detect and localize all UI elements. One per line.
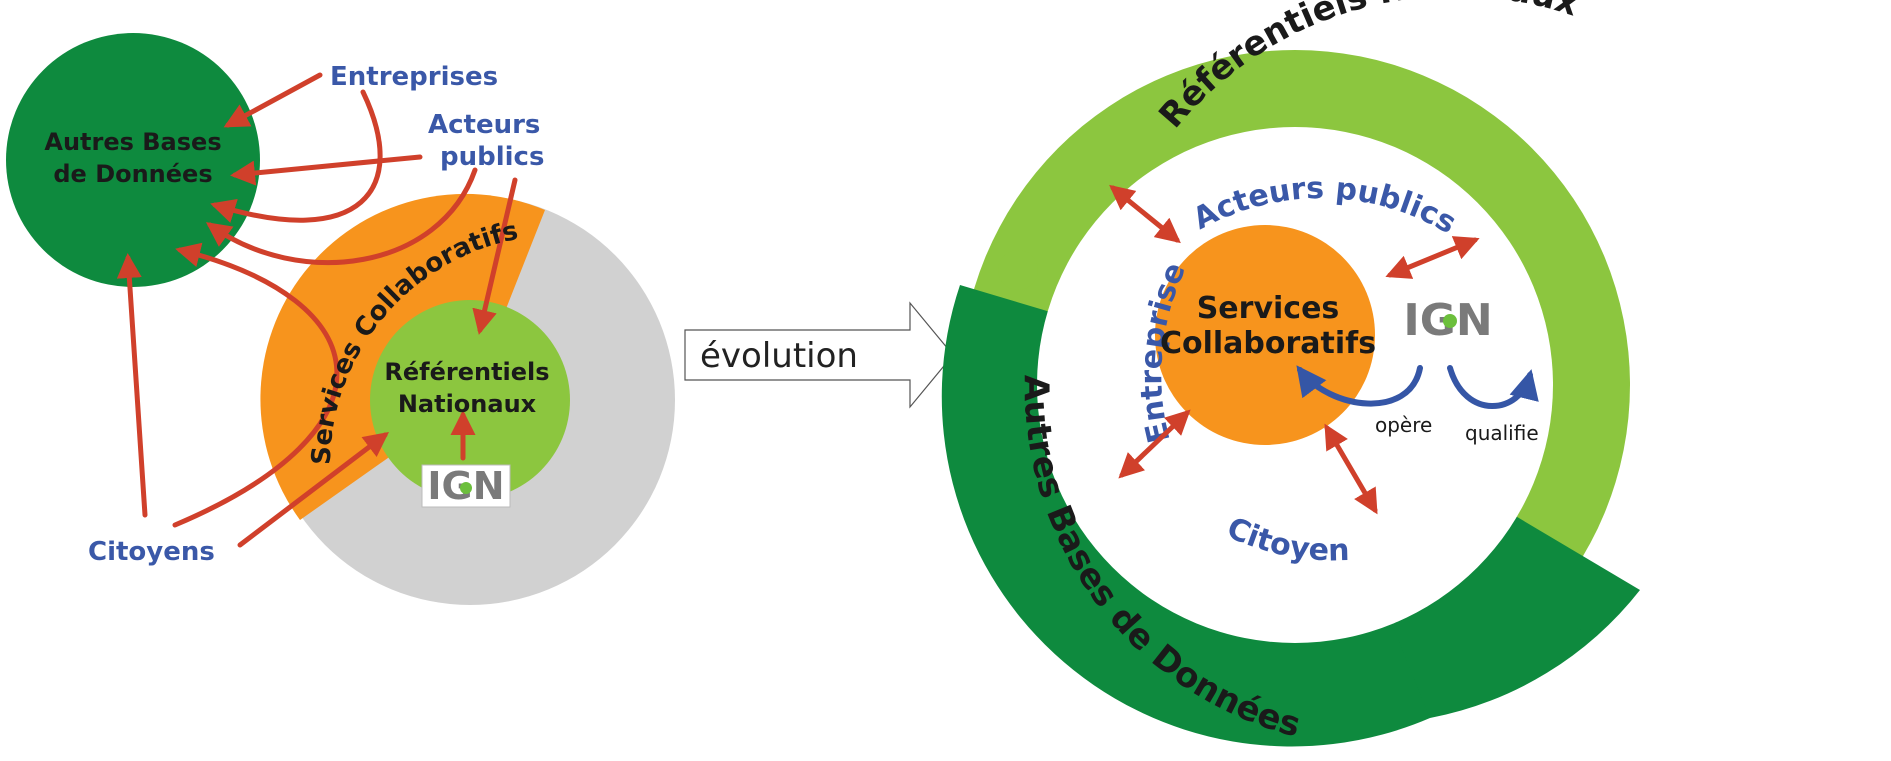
ign-logo-right: IGN	[1400, 292, 1497, 346]
label-entreprises-left: Entreprises	[330, 62, 498, 92]
evolution-label: évolution	[700, 336, 858, 376]
arrow-entreprises-to-bases	[223, 72, 323, 128]
puzzle-knob-left	[998, 250, 1038, 290]
label-qualifie: qualifie	[1465, 421, 1539, 445]
left-diagram: Entreprises Acteurs publics Citoyens Aut…	[6, 33, 675, 605]
arrow-citoyens-up	[116, 253, 148, 518]
label-autres-1: Autres Bases	[44, 128, 221, 156]
arrow-qualifie	[1447, 365, 1539, 409]
label-referentiels-2: Nationaux	[398, 390, 537, 418]
arrow-pair-bottom-left	[1118, 409, 1191, 479]
label-referentiels-1: Référentiels	[384, 358, 549, 386]
label-opere: opère	[1375, 413, 1432, 437]
label-services-right-1: Services	[1197, 291, 1340, 326]
right-blue-arrows	[1296, 365, 1539, 409]
arrow-acteurs-to-bases	[230, 154, 423, 186]
arrow-acteurs-to-referentiels	[472, 177, 518, 335]
referentiels-nationaux-circle	[370, 300, 570, 500]
puzzle-knob-bottom	[1565, 590, 1605, 630]
label-acteurs-left-2: publics	[440, 142, 544, 172]
label-autres-2: de Données	[53, 160, 212, 188]
arrow-citoyens-curve	[172, 242, 340, 528]
arrow-pair-right	[1385, 236, 1480, 279]
label-acteurs-left-1: Acteurs	[428, 110, 540, 140]
ign-logo-left: IGN	[421, 464, 511, 508]
right-red-arrows	[1109, 184, 1480, 515]
arrow-opere	[1296, 365, 1423, 407]
left-red-arrows	[116, 72, 518, 548]
arrow-entreprises-curve	[210, 89, 383, 223]
arrow-citoyens-to-referentiels	[237, 431, 389, 548]
arrow-pair-top-left	[1109, 184, 1181, 244]
autres-bases-circle	[6, 33, 260, 287]
arrow-acteurs-curve	[205, 167, 478, 265]
arrow-pair-bottom-right	[1324, 423, 1378, 515]
evolution-arrow: évolution	[684, 301, 954, 409]
label-services-right-2: Collaboratifs	[1160, 326, 1376, 361]
label-citoyens-left: Citoyens	[88, 537, 215, 567]
